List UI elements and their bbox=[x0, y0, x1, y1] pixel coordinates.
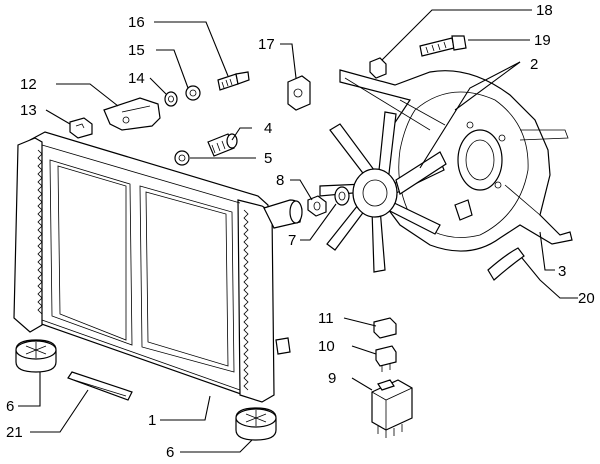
radiator bbox=[13, 131, 303, 403]
callout-20: 20 bbox=[578, 290, 595, 307]
callout-3: 3 bbox=[558, 263, 566, 280]
callout-13: 13 bbox=[20, 102, 37, 119]
clip-nut-17 bbox=[287, 75, 311, 111]
callout-19: 19 bbox=[534, 32, 551, 49]
callout-1: 1 bbox=[148, 412, 156, 429]
callout-labels: 1 2 3 4 5 6 6 7 8 9 10 11 12 13 14 15 16… bbox=[6, 2, 595, 461]
bolt-16 bbox=[217, 71, 250, 91]
bracket-12 bbox=[103, 97, 161, 131]
fuse-10 bbox=[375, 345, 397, 372]
rubber-strip-21 bbox=[67, 371, 133, 401]
clip-13 bbox=[69, 117, 93, 139]
callout-16: 16 bbox=[128, 14, 145, 31]
callout-21: 21 bbox=[6, 424, 23, 441]
relay-9 bbox=[371, 379, 413, 438]
thermo-switch-4 bbox=[207, 133, 238, 157]
washer-15 bbox=[185, 85, 201, 101]
callout-11: 11 bbox=[318, 310, 334, 327]
callout-9: 9 bbox=[328, 370, 336, 387]
nut-18 bbox=[369, 57, 387, 79]
rubber-mount-6-left bbox=[15, 339, 57, 373]
callout-14: 14 bbox=[128, 70, 145, 87]
nut-8 bbox=[307, 195, 327, 217]
hose-20 bbox=[487, 247, 525, 281]
washer-7 bbox=[334, 186, 350, 206]
bolt-19 bbox=[419, 35, 467, 57]
washer-14 bbox=[164, 91, 178, 107]
washer-5 bbox=[174, 150, 190, 166]
callout-7: 7 bbox=[288, 232, 296, 249]
leader-lines bbox=[18, 9, 578, 453]
fan-blade bbox=[319, 111, 447, 273]
callout-5: 5 bbox=[264, 150, 272, 167]
callout-17: 17 bbox=[258, 36, 275, 53]
callout-10: 10 bbox=[318, 338, 335, 355]
rubber-mount-6-right bbox=[235, 407, 277, 441]
callout-15: 15 bbox=[128, 42, 145, 59]
callout-18: 18 bbox=[536, 2, 553, 19]
callout-6-left: 6 bbox=[6, 398, 14, 415]
callout-2: 2 bbox=[530, 56, 538, 73]
callout-8: 8 bbox=[276, 172, 284, 189]
cap-11 bbox=[373, 317, 397, 339]
callout-6-right: 6 bbox=[166, 444, 174, 459]
callout-4: 4 bbox=[264, 120, 272, 137]
callout-12: 12 bbox=[20, 76, 37, 93]
